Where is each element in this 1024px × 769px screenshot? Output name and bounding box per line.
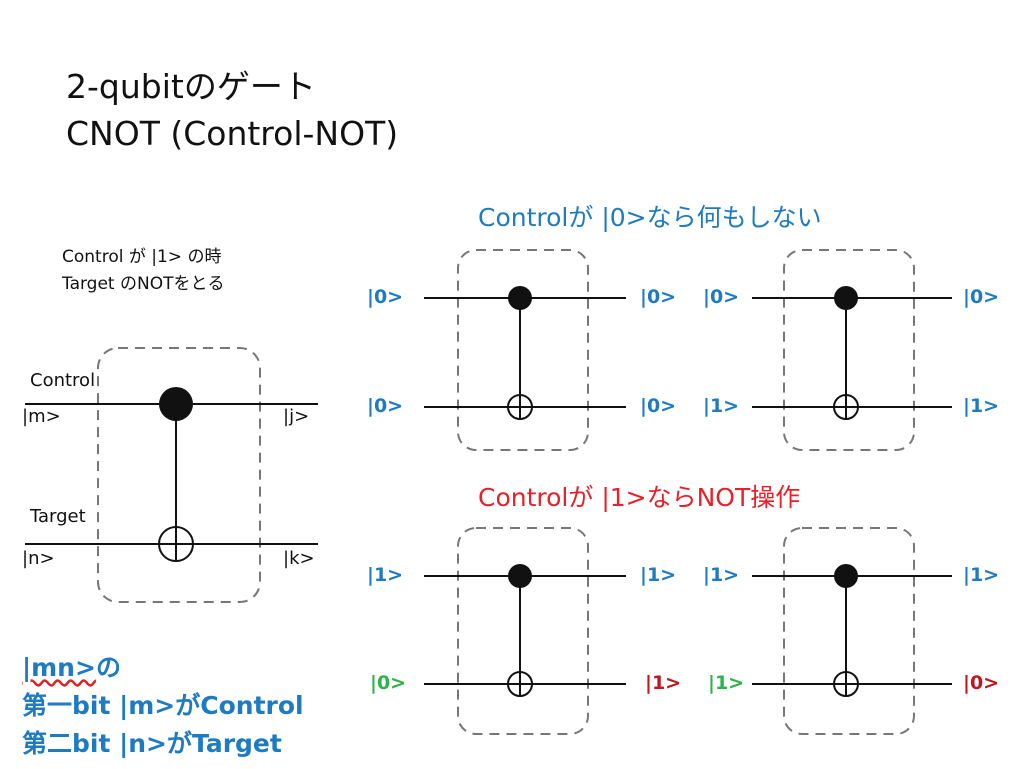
case0-right-target-in: |1> <box>703 395 740 417</box>
control-dot <box>834 286 858 310</box>
case0-right-target-out: |1> <box>963 395 1000 417</box>
case0-left-target-in: |0> <box>367 395 404 417</box>
control-label: Control <box>30 370 96 391</box>
control-output-state: |j> <box>283 406 310 427</box>
main-cnot-gate <box>25 347 318 603</box>
case0-right-control-in: |0> <box>703 286 740 308</box>
case1-left-gate <box>424 527 626 735</box>
case1-left-target-out: |1> <box>645 672 682 694</box>
case1-left-control-in: |1> <box>367 564 404 586</box>
gate-dashed-box <box>97 347 261 603</box>
qubit-notation: |mn>の <box>22 655 121 680</box>
control-dot <box>834 564 858 588</box>
rule-note-line-1: Control が |1> の時 <box>62 247 222 267</box>
case1-right-target-out: |0> <box>963 672 1000 694</box>
case1-right-control-out: |1> <box>963 564 1000 586</box>
case1-right-control-in: |1> <box>703 564 740 586</box>
target-input-state: |n> <box>22 548 55 569</box>
control-dot <box>159 387 193 421</box>
case0-heading: Controlが |0>なら何もしない <box>478 203 822 232</box>
second-bit-explanation: 第二bit |n>がTarget <box>22 729 282 758</box>
case1-left-target-in: |0> <box>370 672 407 694</box>
case0-left-gate <box>424 249 626 451</box>
case0-right-control-out: |0> <box>963 286 1000 308</box>
control-dot <box>508 286 532 310</box>
target-label: Target <box>30 506 86 527</box>
rule-note-line-2: Target のNOTをとる <box>62 274 225 294</box>
title-line-2: CNOT (Control-NOT) <box>66 114 399 153</box>
qubit-pair-label: |mn> <box>22 653 96 682</box>
control-dot <box>508 564 532 588</box>
qubit-pair-suffix: の <box>95 653 121 682</box>
first-bit-explanation: 第一bit |m>がControl <box>22 691 304 720</box>
control-input-state: |m> <box>22 406 61 427</box>
case0-right-gate <box>752 249 952 451</box>
case1-left-control-out: |1> <box>640 564 677 586</box>
case1-heading: Controlが |1>ならNOT操作 <box>478 483 801 512</box>
title-line-1: 2-qubitのゲート <box>66 67 316 106</box>
case0-left-target-out: |0> <box>640 395 677 417</box>
case0-left-control-in: |0> <box>367 286 404 308</box>
case0-left-control-out: |0> <box>640 286 677 308</box>
case1-right-gate <box>752 527 952 735</box>
target-output-state: |k> <box>283 548 315 569</box>
case1-right-target-in: |1> <box>708 672 745 694</box>
